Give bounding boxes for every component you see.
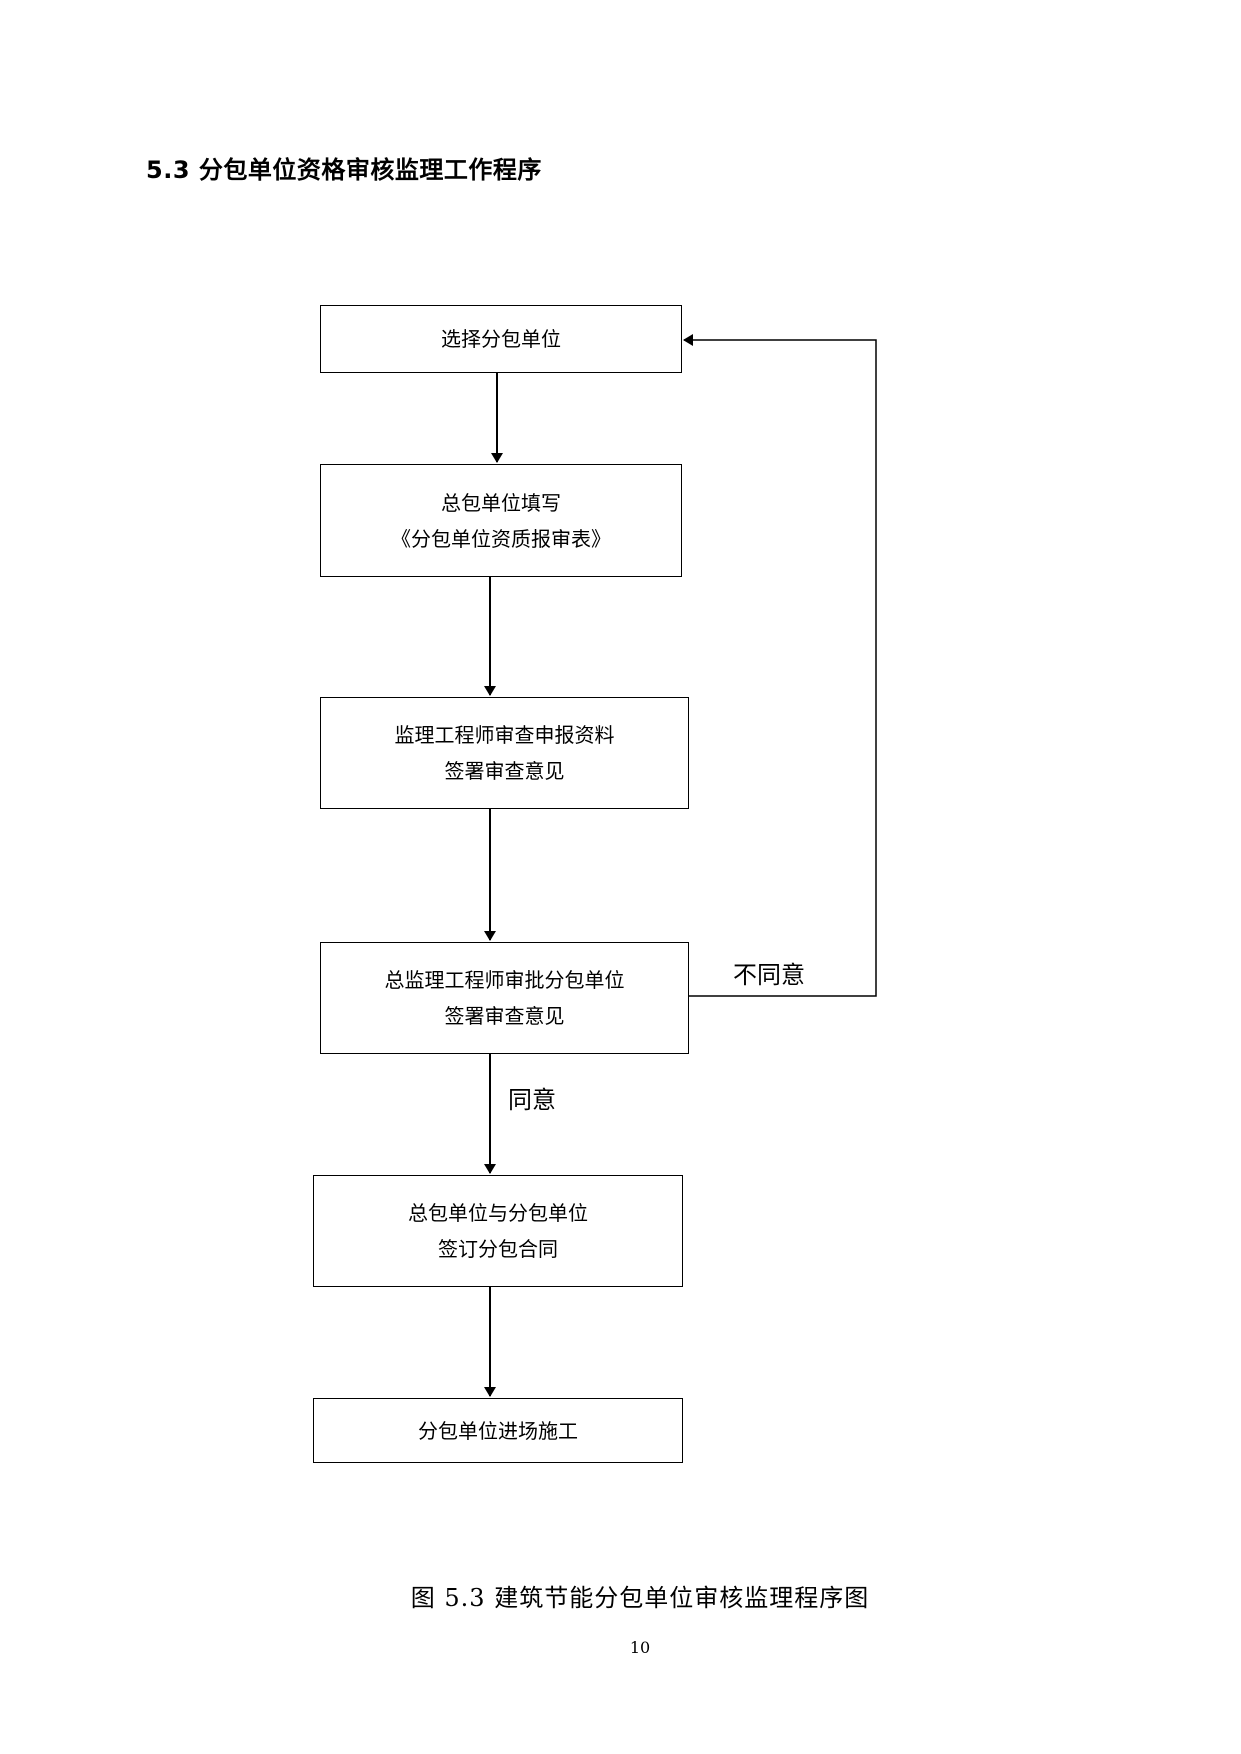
step-label: 总包单位填写	[441, 490, 561, 515]
disagree-label: 不同意	[733, 961, 805, 989]
step-fill-qualification-form: 总包单位填写 《分包单位资质报审表》	[320, 464, 682, 577]
agree-label: 同意	[508, 1086, 556, 1114]
step-label: 《分包单位资质报审表》	[391, 526, 611, 551]
step-label: 签订分包合同	[438, 1237, 558, 1261]
step-label: 总监理工程师审批分包单位	[384, 968, 625, 992]
section-heading: 5.3 分包单位资格审核监理工作程序	[146, 156, 542, 184]
step-label: 总包单位与分包单位	[408, 1201, 588, 1225]
step-label: 选择分包单位	[441, 327, 561, 351]
step-select-subcontractor: 选择分包单位	[320, 305, 682, 373]
step-label: 签署审查意见	[444, 1004, 565, 1028]
step-chief-engineer-approval: 总监理工程师审批分包单位 签署审查意见	[320, 942, 689, 1054]
arrow-disagree-loop-back	[683, 334, 877, 997]
step-subcontractor-enters-site: 分包单位进场施工	[313, 1398, 683, 1463]
step-sign-subcontract: 总包单位与分包单位 签订分包合同	[313, 1175, 683, 1287]
step-label: 分包单位进场施工	[418, 1418, 578, 1443]
figure-caption: 图 5.3 建筑节能分包单位审核监理程序图	[410, 1584, 870, 1612]
page-number: 10	[629, 1638, 651, 1657]
step-engineer-review: 监理工程师审查申报资料 签署审查意见	[320, 697, 689, 809]
step-label: 签署审查意见	[444, 759, 565, 783]
step-label: 监理工程师审查申报资料	[394, 723, 615, 747]
